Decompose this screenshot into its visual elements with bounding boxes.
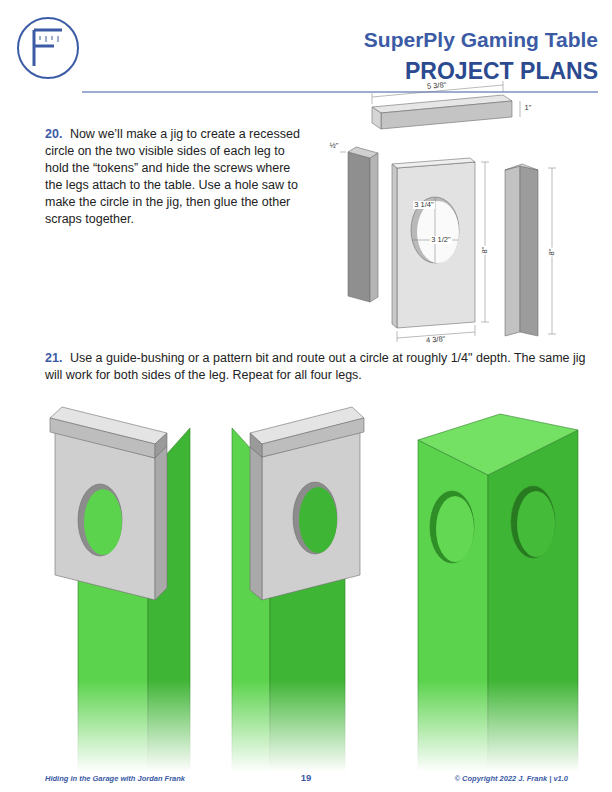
logo	[18, 18, 78, 78]
recess	[517, 491, 555, 557]
dimension-line	[548, 168, 556, 169]
jig-hole	[299, 487, 337, 553]
step-paragraph: 21. Use a guide-bushing or a pattern bit…	[45, 350, 590, 384]
jig-bar	[50, 418, 155, 458]
fade	[0, 680, 612, 772]
side-piece	[348, 147, 378, 158]
step-text: Use a guide-bushing or a pattern bit and…	[45, 351, 586, 382]
dimension-line	[520, 101, 521, 117]
top-bar	[381, 101, 512, 129]
recess	[436, 496, 474, 562]
dimension-label: 4 3/8"	[425, 335, 447, 345]
page-subtitle: PROJECT PLANS	[250, 58, 598, 85]
side-piece	[505, 164, 538, 170]
jig-bar	[250, 433, 262, 457]
dimension-line	[475, 325, 476, 336]
page-title: SuperPly Gaming Table	[250, 28, 598, 52]
logo-mark	[34, 30, 62, 66]
jig-exploded	[348, 95, 538, 336]
side-piece	[520, 166, 538, 336]
step-paragraph: 20. Now we’ll make a jig to create a rec…	[45, 126, 307, 228]
recess	[430, 491, 474, 563]
dimension-label: 8"	[481, 246, 489, 255]
side-piece	[505, 166, 520, 336]
dimension-label: 5 3/8"	[426, 81, 448, 91]
dimension-line	[397, 331, 398, 342]
side-piece	[370, 153, 378, 302]
jig-hole	[84, 489, 122, 555]
leg-top	[418, 414, 578, 475]
dimension-line	[548, 334, 556, 335]
footer-right: © Copyright 2022 J. Frank | v1.0	[380, 774, 568, 783]
dimension-line	[485, 162, 486, 322]
dimension-label: 8"	[548, 248, 556, 257]
footer-ground	[0, 772, 612, 792]
logo-ring	[18, 18, 78, 78]
top-bar	[372, 107, 381, 129]
footer-left: Hiding in the Garage with Jordan Frank	[45, 774, 185, 783]
jig-side	[250, 447, 262, 600]
dimension-lines	[340, 81, 556, 342]
dimension-label: 3 1/2"	[430, 236, 451, 244]
logo-ticks	[40, 36, 58, 42]
jig-side	[155, 446, 167, 600]
side-piece	[348, 152, 370, 302]
center-plate	[397, 162, 475, 328]
center-plate	[392, 164, 397, 328]
hole	[411, 197, 459, 263]
dimension-label: ½"	[329, 142, 340, 150]
jig	[50, 407, 167, 600]
hole	[417, 201, 459, 263]
jig-bar	[262, 418, 364, 457]
dimension-line	[340, 152, 346, 153]
center-plate	[392, 158, 475, 168]
jig-hole	[293, 482, 337, 554]
step-number: 21.	[45, 351, 62, 365]
header-rule	[82, 92, 598, 93]
jig-face	[262, 432, 360, 600]
jig-face	[55, 432, 155, 600]
step-text: Now we’ll make a jig to create a recesse…	[45, 127, 300, 226]
recess	[511, 486, 555, 558]
dimension-label: 3 1/4"	[413, 201, 434, 209]
jig	[250, 407, 364, 600]
step-number: 20.	[45, 127, 62, 141]
jig-bar	[155, 433, 167, 458]
dimension-line	[372, 93, 373, 104]
page-number: 19	[286, 772, 326, 783]
jig-hole	[78, 484, 122, 556]
dimension-label: 1"	[524, 104, 533, 112]
dimension-line	[481, 162, 489, 163]
dimension-line	[481, 322, 489, 323]
